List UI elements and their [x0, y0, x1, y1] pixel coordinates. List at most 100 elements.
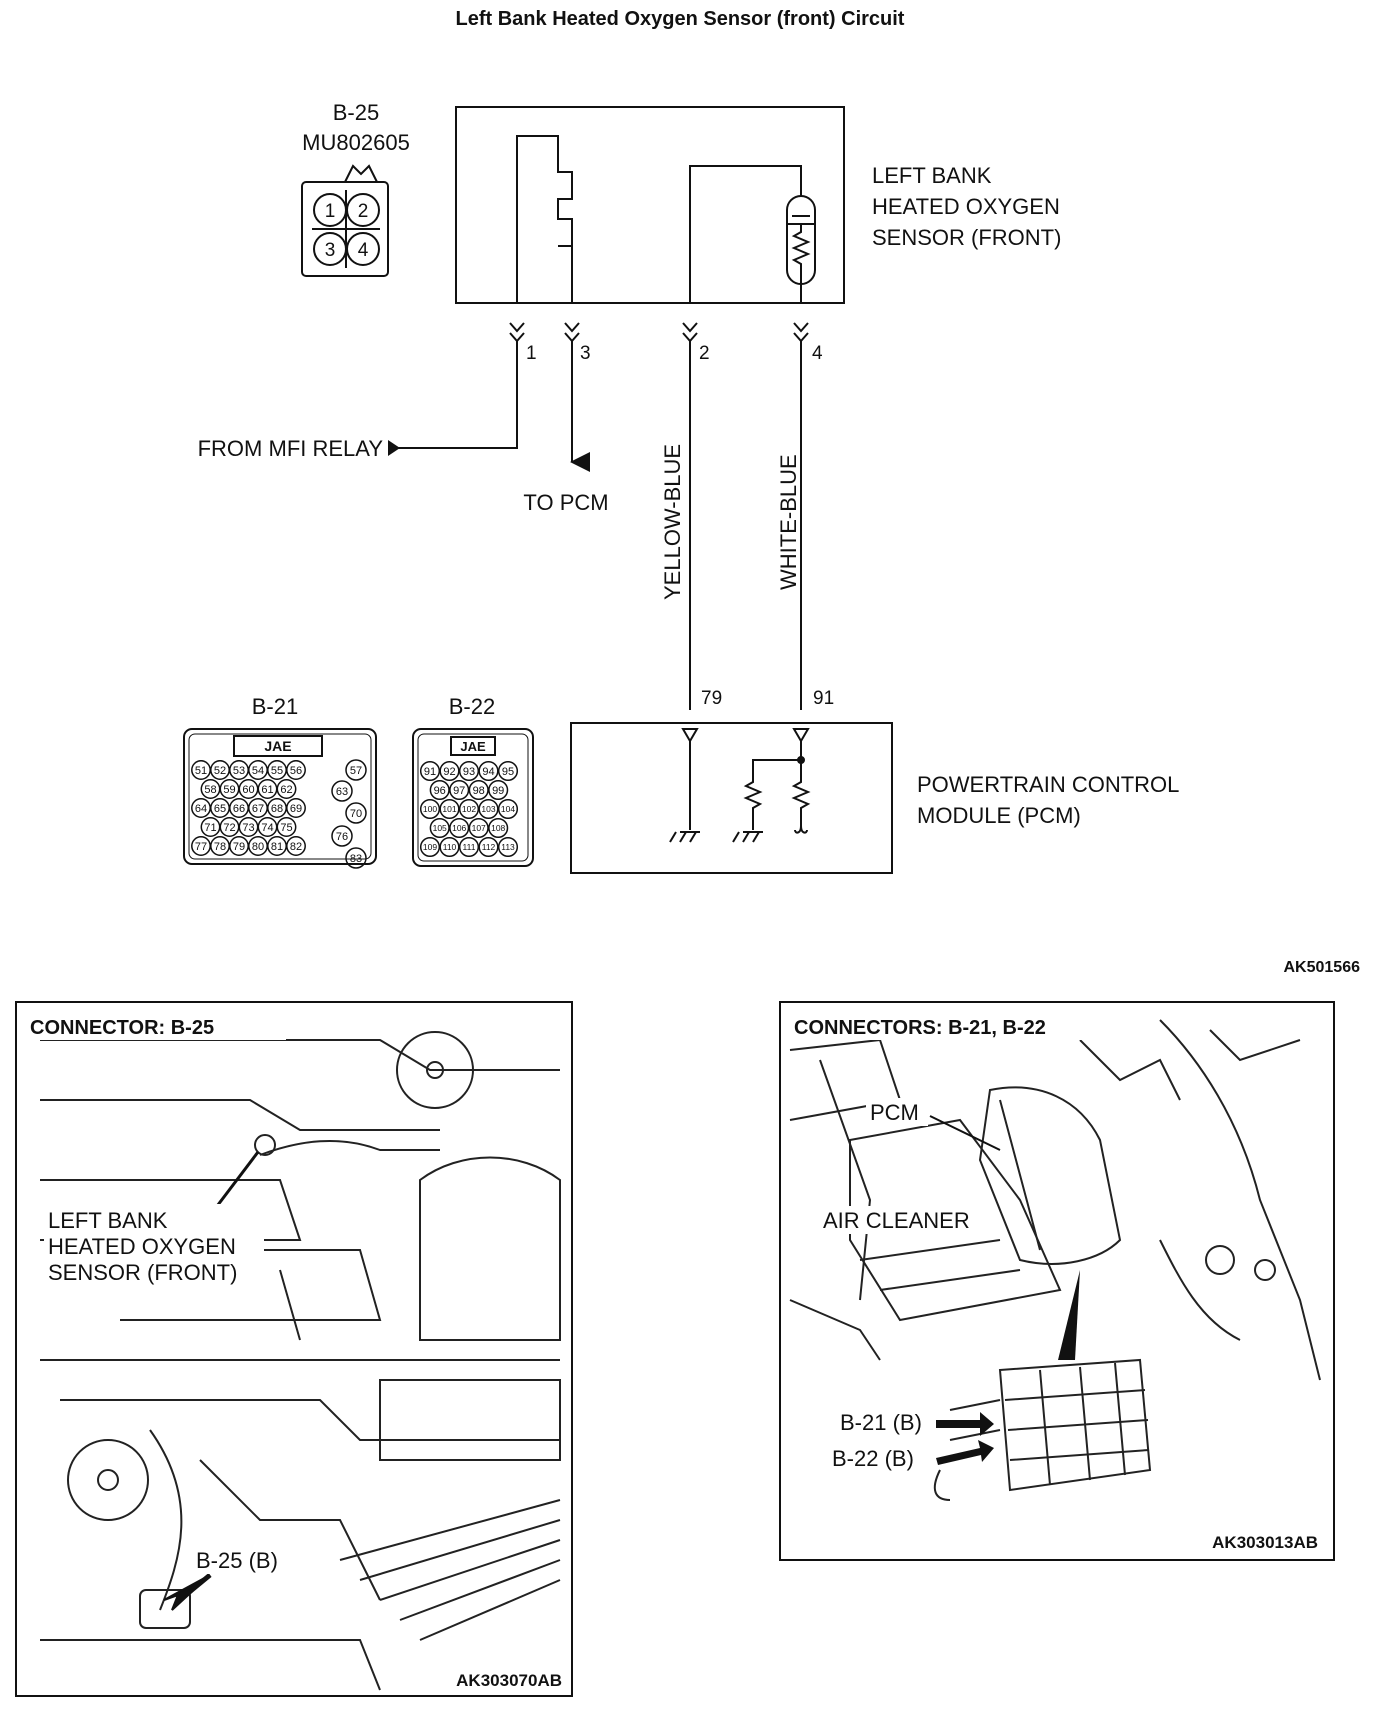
air-cleaner-backdrop	[820, 1206, 992, 1234]
b22-pin-111-circle	[458, 836, 480, 858]
sensor-pin-2: 2	[699, 343, 710, 364]
b22-pin-113-circle	[497, 836, 519, 858]
b21-pin-56: 56	[290, 765, 302, 777]
sensor-label-line2: HEATED OXYGEN	[872, 194, 1060, 219]
pcm-pin-79: 79	[701, 688, 722, 709]
b21-pin-56-circle	[286, 760, 306, 780]
pcm-box	[570, 722, 893, 874]
b22-connector-face	[412, 728, 534, 867]
b22-pin-99-circle	[488, 779, 509, 801]
b21-pin-62-circle	[276, 779, 297, 799]
pcm-pin-91: 91	[813, 688, 834, 709]
b22-pin-100: 100	[423, 804, 437, 814]
b21-pin-83-circle	[345, 847, 367, 869]
b22-pin-111: 111	[463, 842, 476, 852]
b25-connector-face	[301, 164, 389, 277]
b22-pin-97-circle	[449, 779, 470, 801]
b22-pin-105: 105	[433, 823, 447, 833]
b22-pin-105-circle	[429, 817, 450, 839]
b22-pin-95: 95	[502, 766, 514, 778]
wire-white-blue-label: WHITE-BLUE	[776, 454, 801, 590]
b22-pin-101: 101	[442, 804, 456, 814]
b21-pin-57: 57	[350, 765, 362, 777]
left-callout-line3: SENSOR (FRONT)	[48, 1260, 237, 1285]
b25-pin-2: 2	[358, 201, 369, 222]
b22-pin-107: 107	[472, 823, 486, 833]
b21-pin-51: 51	[195, 765, 207, 777]
b25-pin-1: 1	[325, 201, 336, 222]
b22-pin-106: 106	[452, 823, 466, 833]
b21-pin-52: 52	[214, 765, 226, 777]
b21-pin-70: 70	[350, 808, 362, 820]
right-title-backdrop	[790, 1010, 1122, 1040]
b21-pin-74: 74	[261, 822, 273, 834]
right-b22-label: B-22 (B)	[832, 1446, 914, 1471]
b21-pin-63: 63	[336, 786, 348, 798]
b25-pin-3: 3	[325, 240, 336, 261]
b21-pin-54: 54	[252, 765, 264, 777]
b21-pin-82: 82	[290, 841, 302, 853]
pin-chevrons	[509, 322, 809, 343]
from-relay-arrow	[388, 440, 400, 456]
right-engine-illustration	[789, 1019, 1321, 1501]
b22-pin-112-circle	[478, 836, 499, 858]
right-pcm-label: PCM	[870, 1100, 919, 1125]
b21-pin-70-circle	[345, 802, 367, 824]
b22-pin-108-circle	[488, 817, 509, 839]
b22-pin-109-circle	[419, 836, 441, 858]
wire-yellow-blue-label: YELLOW-BLUE	[660, 444, 685, 600]
b25-code: B-25	[333, 100, 379, 125]
sensor-box	[455, 106, 845, 304]
b22-pin-107-circle	[468, 817, 489, 839]
b22-pin-109: 109	[423, 842, 437, 852]
sensor-pin-1: 1	[526, 343, 537, 364]
b22-pin-93: 93	[463, 766, 475, 778]
b21-connector-face	[183, 728, 377, 865]
pcm-internal-circuit	[669, 728, 811, 843]
b22-maker: JAE	[460, 739, 486, 754]
b21-pin-71: 71	[204, 822, 216, 834]
b22-pin-91: 91	[424, 766, 436, 778]
b21-pin-69: 69	[290, 803, 302, 815]
left-connector-label: B-25 (B)	[196, 1548, 278, 1573]
b21-pin-59: 59	[223, 784, 235, 796]
from-mfi-relay-label: FROM MFI RELAY	[198, 436, 384, 461]
diagram-code: AK501566	[1284, 959, 1361, 976]
b22-pin-102: 102	[462, 804, 476, 814]
sensor-pin-3: 3	[580, 343, 591, 364]
b21-pin-55: 55	[271, 765, 283, 777]
b22-pin-97: 97	[453, 785, 465, 797]
right-panel-title: CONNECTORS: B-21, B-22	[794, 1017, 1046, 1039]
left-callout-line1: LEFT BANK	[48, 1208, 168, 1233]
b22-pin-112: 112	[482, 842, 496, 852]
b21-pin-65: 65	[214, 803, 226, 815]
b22-pin-96-circle	[429, 779, 450, 801]
b21-pin-60: 60	[242, 784, 254, 796]
b22-pin-110: 110	[443, 842, 457, 852]
b21-code: B-21	[252, 694, 298, 719]
b21-pin-73: 73	[242, 822, 254, 834]
b21-pin-75: 75	[280, 822, 292, 834]
b22-pin-100-circle	[419, 798, 441, 820]
pcm-label-backdrop	[866, 1098, 928, 1126]
b22-pin-108: 108	[491, 823, 505, 833]
b21-pin-62: 62	[280, 784, 292, 796]
b22-pin-101-circle	[439, 798, 460, 820]
b22-pin-99: 99	[492, 785, 504, 797]
b22-pin-92: 92	[443, 766, 455, 778]
b21-pin-80: 80	[252, 841, 264, 853]
right-b21-label: B-21 (B)	[840, 1410, 922, 1435]
b21-pin-72: 72	[223, 822, 235, 834]
b21-arrow	[936, 1412, 994, 1436]
b22-pin-103: 103	[481, 804, 495, 814]
b22-pin-94-circle	[478, 760, 499, 782]
left-engine-illustration	[40, 1031, 561, 1691]
pcm-pointer-line	[929, 1115, 1001, 1151]
wires	[398, 341, 802, 710]
b21-pin-77: 77	[195, 841, 207, 853]
oxygen-sensor-element	[689, 165, 816, 303]
b22-pin-96: 96	[434, 785, 446, 797]
